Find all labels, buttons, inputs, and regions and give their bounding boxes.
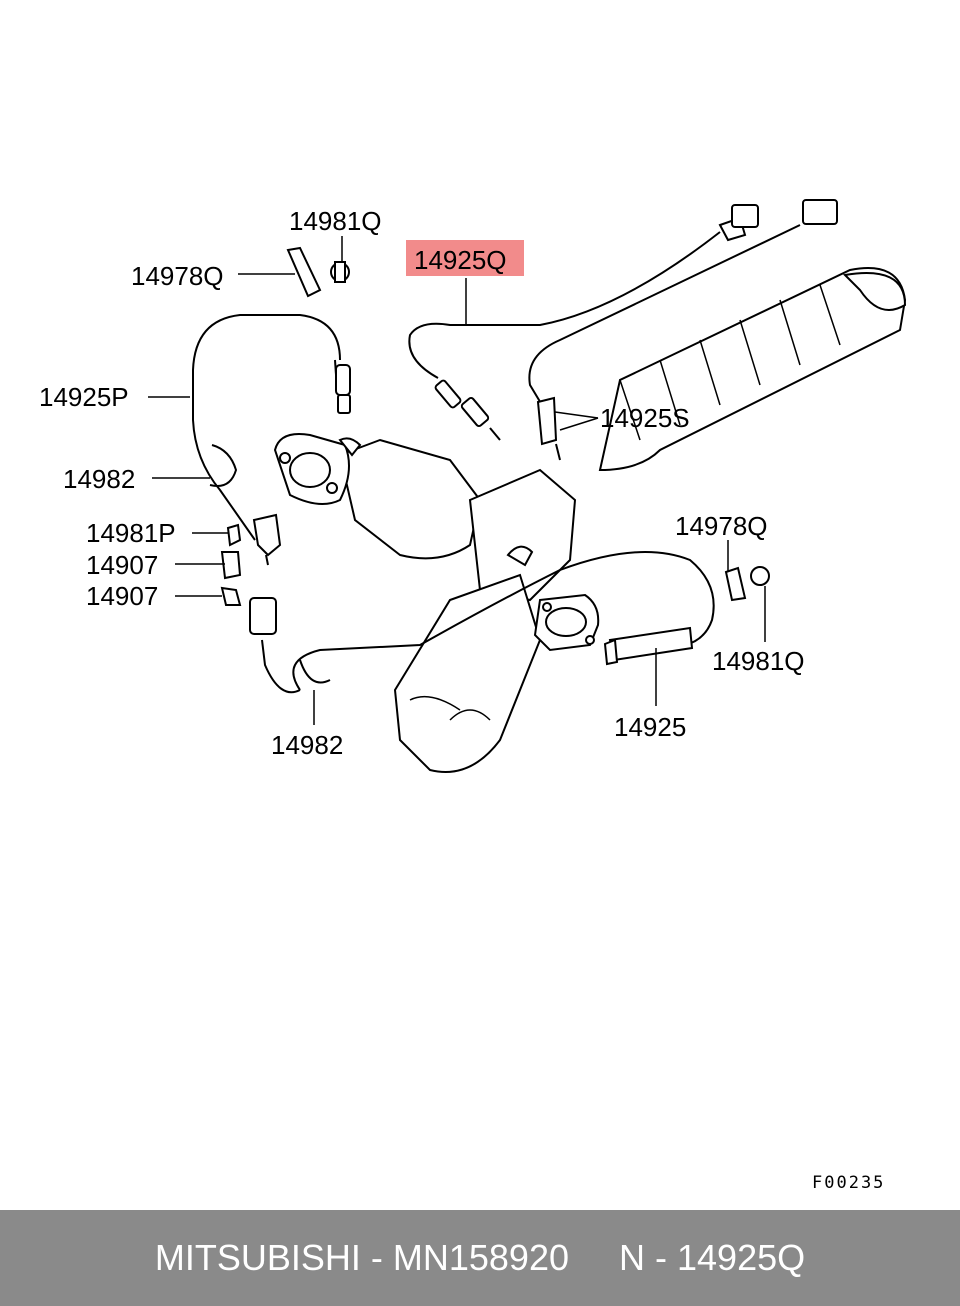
label-14907-a: 14907	[86, 550, 158, 580]
footer-bar: MITSUBISHI - MN158920 N - 14925Q	[0, 1210, 960, 1306]
label-14982-bottom: 14982	[271, 730, 343, 760]
parts-diagram: 14981Q 14978Q 14925Q 14925P 14925S 14982…	[39, 199, 907, 1193]
label-14981Q-top: 14981Q	[289, 206, 382, 236]
label-14981P: 14981P	[86, 518, 176, 548]
leader-lines	[148, 236, 766, 725]
label-14907-b: 14907	[86, 581, 158, 611]
label-14925Q: 14925Q	[414, 245, 507, 275]
fasteners	[220, 246, 770, 606]
sensor-14925	[249, 551, 715, 694]
label-14925: 14925	[614, 712, 686, 742]
label-14925S: 14925S	[600, 403, 690, 433]
part-number-caption: MITSUBISHI - MN158920 N - 14925Q	[154, 1237, 806, 1278]
label-14925P: 14925P	[39, 382, 129, 412]
figure-code: F00235	[812, 1173, 885, 1193]
label-14978Q-right: 14978Q	[675, 511, 768, 541]
sensor-14925S	[528, 199, 838, 461]
sensor-14925Q	[408, 204, 759, 441]
label-14981Q-right: 14981Q	[712, 646, 805, 676]
sensor-14925P	[192, 314, 351, 566]
left-exhaust-manifold	[273, 433, 482, 560]
y-pipe	[393, 468, 600, 773]
label-14982-left: 14982	[63, 464, 135, 494]
highlight-box	[406, 240, 524, 276]
label-14978Q-left: 14978Q	[131, 261, 224, 291]
catalytic-converter	[598, 267, 907, 472]
